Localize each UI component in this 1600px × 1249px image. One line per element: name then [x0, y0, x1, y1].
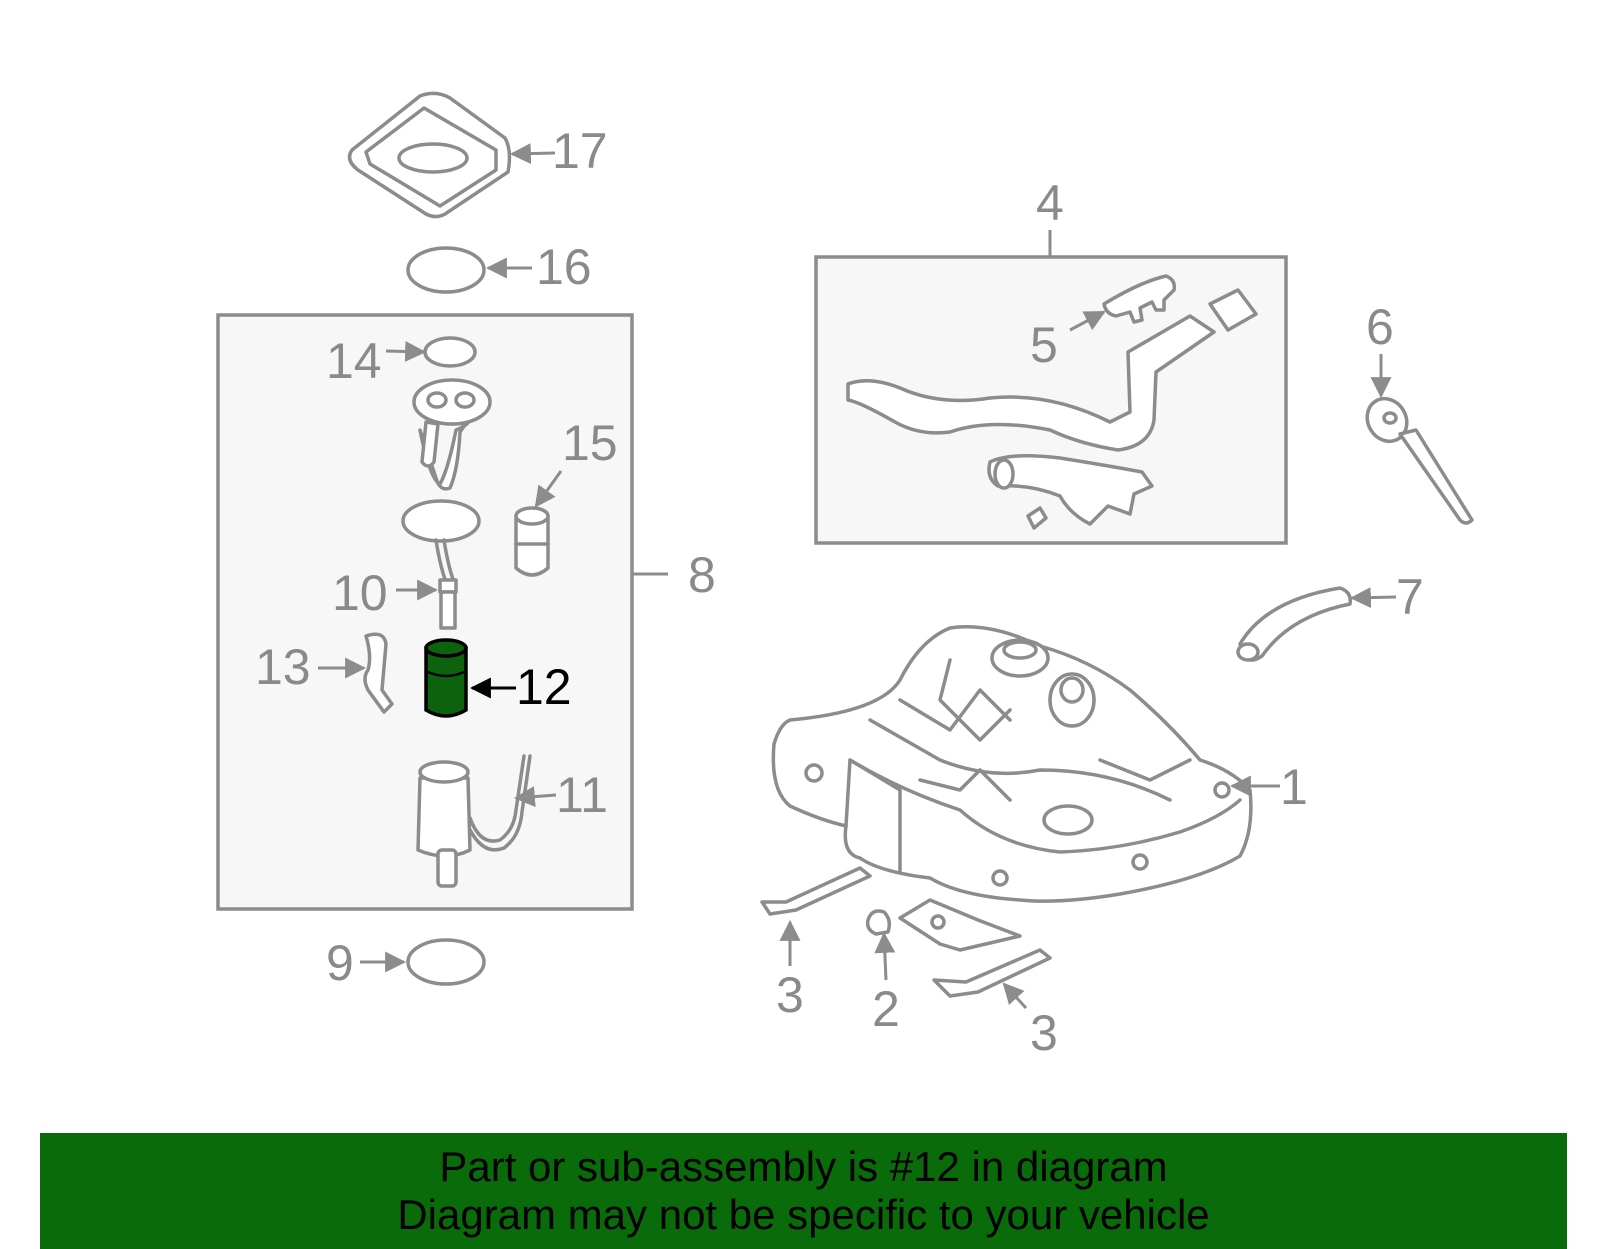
part-11-fuel-pump [416, 754, 532, 888]
parts-diagram: 17 16 14 15 8 10 13 [216, 91, 1474, 1061]
callout-17: 17 [552, 123, 608, 179]
part-12-filter-highlighted [424, 638, 468, 718]
callout-11: 11 [556, 767, 608, 823]
part-16-o-ring [406, 246, 486, 294]
callout-2: 2 [872, 981, 900, 1037]
part-14-gasket [423, 336, 477, 368]
callout-5: 5 [1030, 317, 1058, 373]
part-15-cylinder [514, 506, 550, 577]
part-13-clip [363, 632, 394, 714]
callout-12: 12 [516, 659, 572, 715]
callout-3b: 3 [1030, 1005, 1058, 1061]
part-10-tube [401, 499, 481, 630]
part-3-strap-left [760, 866, 872, 916]
callout-9: 9 [326, 935, 354, 991]
part-9-o-ring [406, 938, 486, 986]
part-1-fuel-tank [771, 625, 1253, 903]
part-7-hose [1236, 586, 1353, 662]
callout-3a: 3 [776, 967, 804, 1023]
callout-13: 13 [255, 639, 311, 695]
part-5-bracket [1102, 274, 1177, 324]
callout-16: 16 [536, 239, 592, 295]
banner-line-2: Diagram may not be specific to your vehi… [397, 1191, 1210, 1238]
callout-14: 14 [326, 333, 382, 389]
info-banner: Part or sub-assembly is #12 in diagram D… [40, 1133, 1567, 1249]
callout-10: 10 [332, 565, 388, 621]
callout-1: 1 [1280, 759, 1308, 815]
part-2-bolt [865, 898, 1022, 952]
pump-flange [412, 378, 492, 491]
callout-4: 4 [1036, 175, 1064, 231]
callout-6: 6 [1366, 299, 1394, 355]
callout-7: 7 [1396, 569, 1424, 625]
part-3-strap-right [932, 948, 1052, 998]
callout-15: 15 [562, 415, 618, 471]
callout-8: 8 [688, 547, 716, 603]
part-17-cover-plate [347, 91, 512, 219]
part-4-filler-neck [846, 288, 1258, 530]
part-6-drain-plug [1365, 396, 1474, 525]
banner-line-1: Part or sub-assembly is #12 in diagram [439, 1143, 1168, 1190]
